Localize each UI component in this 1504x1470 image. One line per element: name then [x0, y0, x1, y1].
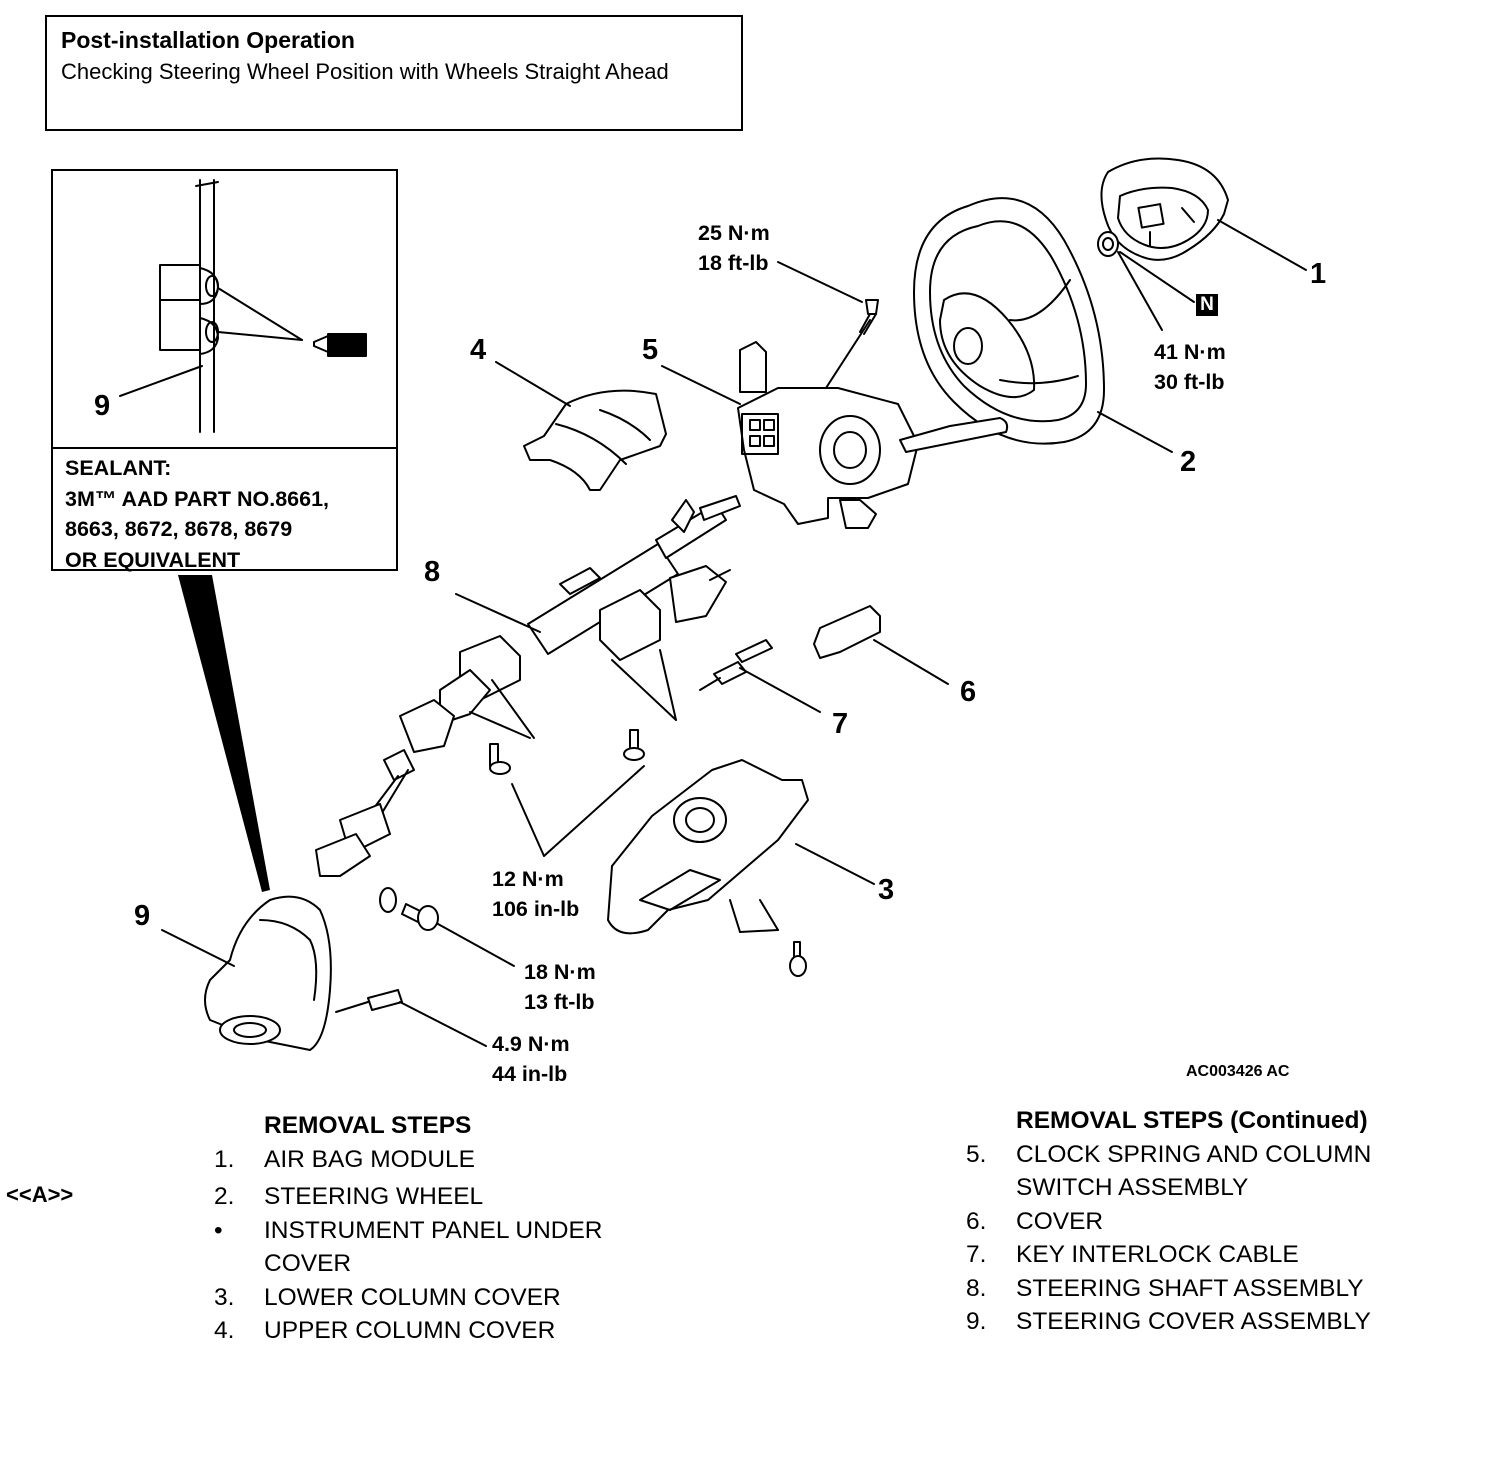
list-item: 1.AIR BAG MODULE	[214, 1145, 476, 1173]
callout-8: 8	[424, 556, 441, 588]
sealant-line: 8663, 8672, 8678, 8679	[65, 517, 293, 541]
callout-3: 3	[878, 874, 895, 906]
figure-code: AC003426 AC	[1186, 1063, 1290, 1080]
post-installation-text: Checking Steering Wheel Position with Wh…	[61, 59, 669, 84]
nut-marker-label: N	[1200, 294, 1214, 315]
cover-6-drawing	[813, 605, 949, 685]
removal-steps-list: REMOVAL STEPS 1.AIR BAG MODULE 2.STEERIN…	[214, 1109, 674, 1348]
inset-pointer	[178, 575, 270, 892]
sealant-line: OR EQUIVALENT	[65, 547, 241, 572]
steering-wheel-drawing	[913, 197, 1173, 453]
list-item: 4.UPPER COLUMN COVER	[214, 1317, 556, 1344]
service-reference-a: <<A>>	[6, 1182, 74, 1207]
post-installation-title: Post-installation Operation	[61, 27, 355, 53]
list-item: 6.COVER	[966, 1207, 1104, 1235]
list-item: 7.KEY INTERLOCK CABLE	[966, 1241, 1299, 1268]
torque-imperial: 30 ft-lb	[1154, 370, 1225, 394]
callout-6: 6	[960, 676, 977, 708]
callout-9: 9	[134, 900, 151, 932]
list-item: •INSTRUMENT PANEL UNDER COVER	[214, 1216, 603, 1278]
sealant-note: SEALANT: 3M™ AAD PART NO.8661, 8663, 867…	[65, 453, 329, 575]
torque-imperial: 18 ft-lb	[698, 251, 769, 275]
torque-metric: 18 N·m	[524, 960, 596, 984]
sealant-line: SEALANT:	[65, 456, 172, 480]
torque-metric: 41 N·m	[1154, 340, 1226, 364]
list-item: 5.CLOCK SPRING AND COLUMN SWITCH ASSEMBL…	[966, 1140, 1372, 1202]
list-item: 9.STEERING COVER ASSEMBLY	[966, 1308, 1371, 1335]
torque-25: 25 N·m 18 ft-lb	[698, 218, 770, 278]
key-interlock-cable-drawing	[699, 639, 821, 713]
list-item: 3.LOWER COLUMN COVER	[214, 1283, 561, 1311]
list-item: 8.STEERING SHAFT ASSEMBLY	[966, 1274, 1364, 1302]
torque-18: 18 N·m 13 ft-lb	[524, 957, 596, 1017]
torque-metric: 25 N·m	[698, 221, 770, 245]
steering-nut-drawing	[1097, 231, 1195, 331]
list-item: 2.STEERING WHEEL	[214, 1183, 484, 1210]
removal-steps-continued-list: REMOVAL STEPS (Continued) 5.CLOCK SPRING…	[966, 1104, 1446, 1339]
removal-steps-title: REMOVAL STEPS	[264, 1112, 472, 1139]
removal-steps-continued-title: REMOVAL STEPS (Continued)	[1016, 1107, 1368, 1134]
sealant-tube-icon	[313, 333, 367, 357]
callout-5: 5	[642, 334, 659, 366]
torque-metric: 4.9 N·m	[492, 1032, 570, 1056]
air-bag-module-drawing	[1100, 157, 1307, 271]
nut-marker-box	[1196, 294, 1218, 316]
callout-4: 4	[470, 334, 487, 366]
callout-1: 1	[1310, 258, 1327, 290]
inset-divider	[53, 447, 396, 449]
sealant-inset-box: SEALANT: 3M™ AAD PART NO.8661, 8663, 867…	[51, 169, 398, 572]
torque-41: 41 N·m 30 ft-lb	[1154, 337, 1226, 397]
torque-metric: 12 N·m	[492, 867, 564, 891]
inset-seal-detail	[119, 179, 367, 433]
steering-cover-assembly-drawing	[161, 895, 487, 1051]
torque-4-9: 4.9 N·m 44 in-lb	[492, 1029, 570, 1089]
clock-spring-switch-drawing	[661, 341, 1009, 529]
post-installation-box: Post-installation Operation Checking Ste…	[45, 15, 743, 131]
torque-12: 12 N·m 106 in-lb	[492, 864, 579, 924]
callout-2: 2	[1180, 446, 1197, 478]
clock-spring-bolt-drawing	[777, 261, 879, 389]
torque-imperial: 106 in-lb	[492, 897, 580, 921]
torque-imperial: 44 in-lb	[492, 1062, 568, 1086]
callout-7: 7	[832, 708, 849, 740]
inset-callout-9: 9	[94, 390, 111, 422]
lower-column-cover-drawing	[607, 759, 875, 977]
intermediate-shaft-bolt-drawing	[379, 887, 515, 967]
torque-imperial: 13 ft-lb	[524, 990, 595, 1014]
sealant-line: 3M™ AAD PART NO.8661,	[65, 486, 330, 511]
shaft-bolts-drawing	[489, 729, 645, 857]
upper-column-cover-drawing	[495, 361, 667, 491]
steering-shaft-drawing	[315, 495, 741, 877]
